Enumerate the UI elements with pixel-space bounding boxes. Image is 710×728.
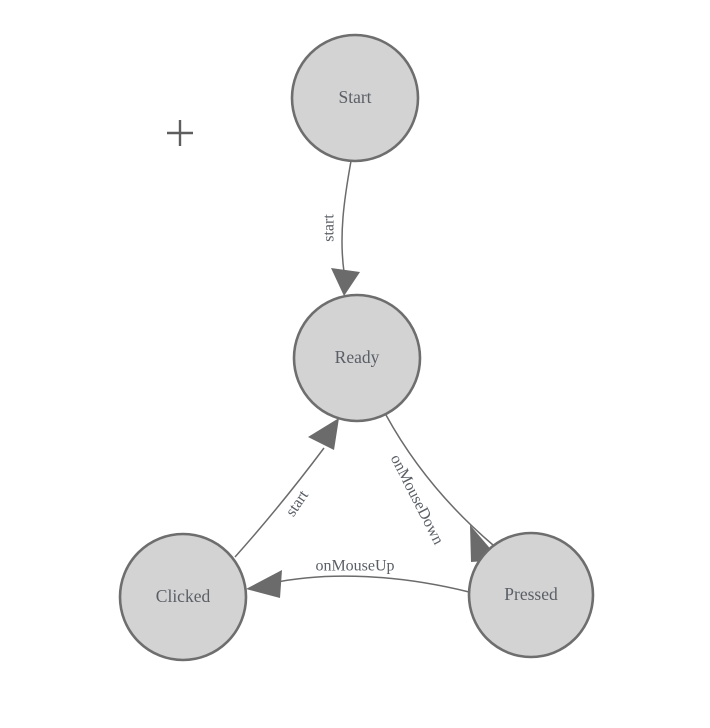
- edge-path-start-to-ready: [341, 160, 352, 273]
- node-start-circle[interactable]: [290, 33, 420, 163]
- edge-path-clicked-to-ready: [234, 447, 325, 558]
- node-pressed-label: Pressed: [504, 584, 558, 604]
- node-pressed-circle[interactable]: [467, 531, 595, 659]
- edge-path-ready-to-pressed: [385, 414, 494, 546]
- node-ready-label: Ready: [335, 347, 380, 367]
- arrowhead-start-to-ready: [331, 268, 360, 296]
- edge-ready-to-pressed[interactable]: onMouseDown: [385, 414, 500, 562]
- edge-clicked-to-ready[interactable]: start: [234, 418, 339, 558]
- node-clicked-label: Clicked: [156, 586, 211, 606]
- node-clicked-circle[interactable]: [118, 532, 248, 662]
- edge-path-pressed-to-clicked: [271, 575, 470, 593]
- node-start-label: Start: [338, 87, 371, 107]
- node-start[interactable]: Start: [290, 33, 420, 163]
- node-clicked[interactable]: Clicked: [118, 532, 248, 662]
- edge-start-to-ready[interactable]: start: [321, 160, 360, 296]
- edge-label-clicked-to-ready: start: [283, 487, 313, 520]
- node-pressed[interactable]: Pressed: [467, 531, 595, 659]
- node-ready-circle[interactable]: [292, 293, 422, 423]
- plus-marker: [167, 120, 193, 146]
- edge-pressed-to-clicked[interactable]: onMouseUp: [246, 558, 470, 598]
- edge-label-start-to-ready: start: [321, 214, 338, 242]
- arrowhead-clicked-to-ready: [308, 418, 339, 450]
- arrowhead-pressed-to-clicked: [246, 570, 282, 598]
- edge-label-ready-to-pressed: onMouseDown: [387, 452, 447, 548]
- node-ready[interactable]: Ready: [292, 293, 422, 423]
- edge-label-pressed-to-clicked: onMouseUp: [315, 558, 394, 575]
